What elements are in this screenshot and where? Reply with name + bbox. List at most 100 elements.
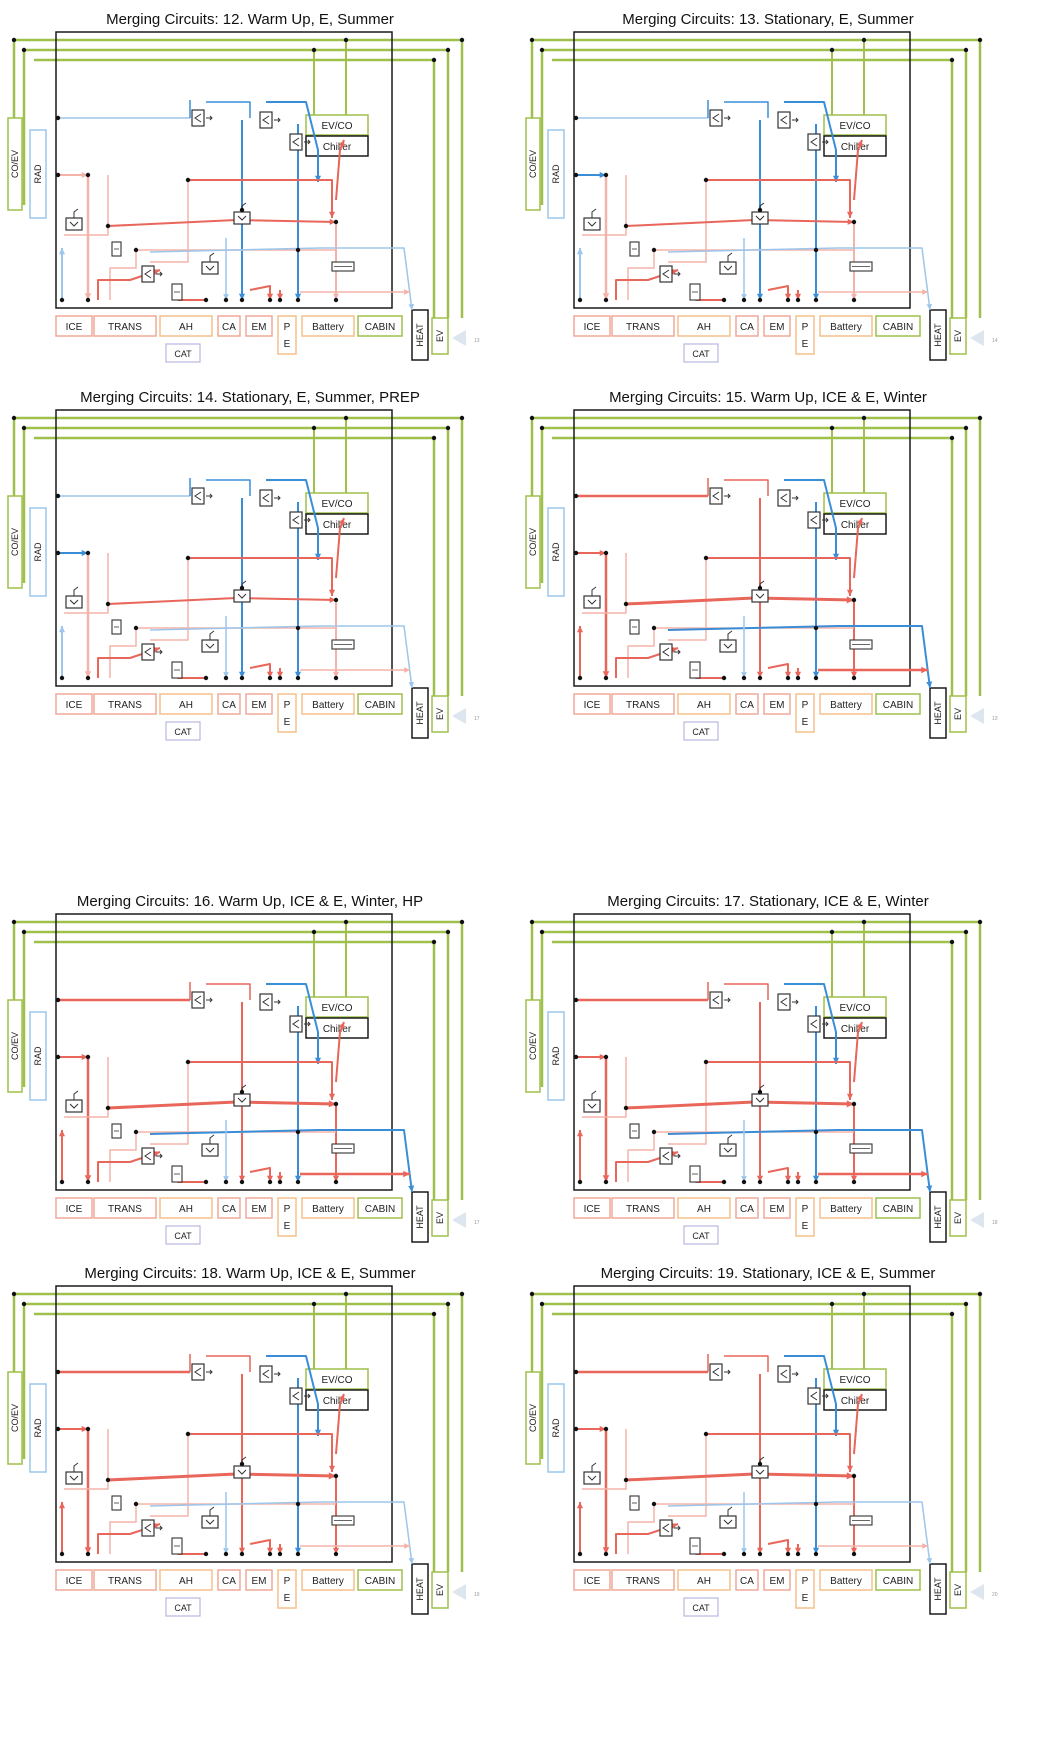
junction-dot <box>814 248 818 252</box>
flow-arrowhead <box>833 1430 839 1436</box>
junction-dot <box>296 1180 300 1184</box>
junction-dot <box>704 1432 708 1436</box>
junction-dot <box>268 1180 272 1184</box>
coev-label: CO/EV <box>528 150 538 178</box>
chiller-label: Chiller <box>841 1024 870 1035</box>
junction-dot <box>652 626 656 630</box>
junction-dot <box>296 1130 300 1134</box>
junction-dot <box>530 416 534 420</box>
expansion-tank-icon <box>112 1496 121 1510</box>
ca-label: CA <box>740 700 754 711</box>
junction-dot <box>224 1180 228 1184</box>
ev-label: EV <box>435 708 445 720</box>
ev-line-third <box>34 438 434 696</box>
junction-dot <box>86 1180 90 1184</box>
junction-dot <box>862 920 866 924</box>
expansion-tank-icon <box>630 620 639 634</box>
page-number: 13 <box>992 716 998 722</box>
expansion-tank-icon <box>630 1496 639 1510</box>
e-label: E <box>284 1593 291 1604</box>
junction-dot <box>312 1302 316 1306</box>
junction-dot <box>758 676 762 680</box>
junction-dot <box>704 178 708 182</box>
rad-label: RAD <box>33 542 43 562</box>
three-way-valve-icon <box>260 994 280 1010</box>
flow-arrowhead <box>59 1502 65 1508</box>
p-label: P <box>802 1204 809 1215</box>
page-number: 18 <box>992 1220 998 1226</box>
ice-label: ICE <box>584 700 601 711</box>
heat-label: HEAT <box>415 701 425 725</box>
junction-dot <box>624 224 628 228</box>
p-label: P <box>284 1204 291 1215</box>
junction-dot <box>722 1180 726 1184</box>
junction-dot <box>862 38 866 42</box>
filter-icon <box>172 1538 182 1554</box>
page-arrow-icon <box>452 708 466 724</box>
flow-valve-link <box>724 984 768 1000</box>
three-way-valve-icon <box>192 992 212 1008</box>
filter-icon <box>690 662 700 678</box>
flow-valve-link <box>206 1356 250 1372</box>
junction-dot <box>704 556 708 560</box>
flow-mid-hot <box>108 1102 336 1108</box>
em-label: EM <box>770 322 785 333</box>
flow-upper-hot <box>188 558 332 596</box>
page-number: 17 <box>474 716 480 722</box>
junction-dot <box>758 208 762 212</box>
panel-title: Merging Circuits: 13. Stationary, E, Sum… <box>622 11 914 28</box>
circuit-panel: Merging Circuits: 19. Stationary, ICE & … <box>526 1265 998 1616</box>
circuit-panel: Merging Circuits: 17. Stationary, ICE & … <box>526 893 998 1244</box>
flow-em-outlet <box>250 286 270 300</box>
junction-dot <box>796 676 800 680</box>
three-way-valve-icon <box>192 110 212 126</box>
ah-label: AH <box>697 1576 711 1587</box>
flow-arrowhead <box>59 626 65 632</box>
junction-dot <box>296 1552 300 1556</box>
filter-icon <box>690 1538 700 1554</box>
junction-dot <box>814 1552 818 1556</box>
ca-label: CA <box>740 1576 754 1587</box>
junction-dot <box>334 298 338 302</box>
junction-dot <box>56 551 60 555</box>
filter-icon <box>690 284 700 300</box>
junction-dot <box>786 1552 790 1556</box>
flow-mid-hot <box>108 1474 336 1480</box>
junction-dot <box>852 220 856 224</box>
ev-line-third <box>552 1314 952 1572</box>
junction-dot <box>978 1292 982 1296</box>
junction-dot <box>22 930 26 934</box>
junction-dot <box>742 676 746 680</box>
filter-icon <box>690 1166 700 1182</box>
junction-dot <box>296 1502 300 1506</box>
flow-upper-hot <box>188 1434 332 1472</box>
cabin-label: CABIN <box>883 1204 914 1215</box>
e-label: E <box>802 339 809 350</box>
junction-dot <box>796 1180 800 1184</box>
panel-title: Merging Circuits: 17. Stationary, ICE & … <box>607 893 929 910</box>
rad-label: RAD <box>551 542 561 562</box>
three-way-valve-icon <box>710 110 730 126</box>
junction-dot <box>830 426 834 430</box>
junction-dot <box>86 173 90 177</box>
ev-label: EV <box>953 1584 963 1596</box>
junction-dot <box>814 626 818 630</box>
junction-dot <box>758 1552 762 1556</box>
junction-dot <box>60 1552 64 1556</box>
ah-label: AH <box>697 322 711 333</box>
junction-dot <box>186 178 190 182</box>
junction-dot <box>852 1180 856 1184</box>
flow-mid-hot <box>108 598 336 604</box>
e-label: E <box>802 1593 809 1604</box>
e-label: E <box>284 717 291 728</box>
junction-dot <box>540 1302 544 1306</box>
three-way-valve-icon <box>660 644 680 660</box>
flow-arrowhead <box>329 1466 335 1472</box>
pump-icon <box>66 587 82 608</box>
page-number: 17 <box>474 1220 480 1226</box>
junction-dot <box>862 416 866 420</box>
ev-label: EV <box>435 1212 445 1224</box>
junction-dot <box>852 676 856 680</box>
junction-dot <box>86 676 90 680</box>
junction-dot <box>950 1312 954 1316</box>
